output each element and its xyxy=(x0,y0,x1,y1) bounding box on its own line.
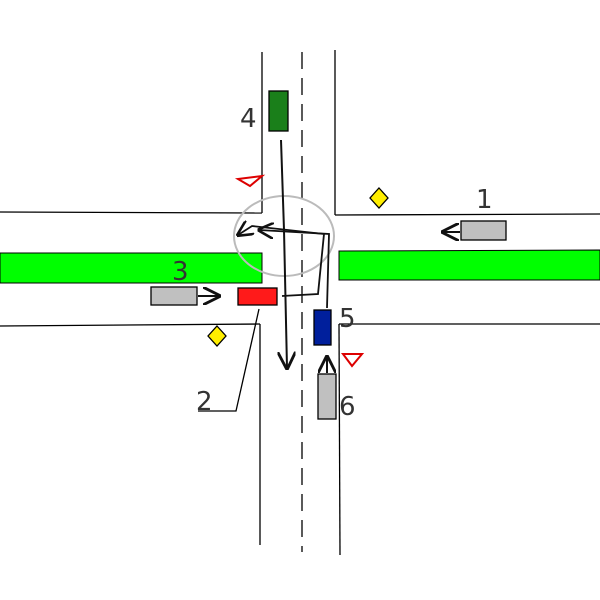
median-right xyxy=(338,249,600,281)
car-1-label: 1 xyxy=(476,185,493,215)
car-2-label: 2 xyxy=(196,387,213,417)
car-3-gray xyxy=(150,286,198,306)
road-edges xyxy=(0,50,600,556)
horizontal-road-top-edge-right xyxy=(334,213,600,216)
car-4-label: 4 xyxy=(240,104,257,134)
car-1-gray xyxy=(460,220,507,241)
triangle-yield-icon xyxy=(234,174,266,188)
vertical-road-right-edge-bottom xyxy=(338,323,341,556)
car-4-green xyxy=(268,90,289,132)
triangle-yield-icon xyxy=(341,353,365,368)
car5-path-arrow xyxy=(259,230,330,309)
diamond-priority-road-icon xyxy=(369,187,389,209)
diamond-priority-road-icon xyxy=(207,325,227,347)
median-left xyxy=(0,252,263,284)
car4-path-arrow xyxy=(281,139,287,368)
horizontal-road-bottom-edge-left xyxy=(0,323,261,327)
car-5-blue xyxy=(313,309,332,346)
horizontal-road-top-edge-left xyxy=(0,211,263,214)
car-6-label: 6 xyxy=(339,392,356,422)
car-2-red xyxy=(237,287,278,306)
car2-leader-line xyxy=(198,308,260,412)
car-3-label: 3 xyxy=(172,257,189,287)
car-5-label: 5 xyxy=(339,304,356,334)
car-6-gray xyxy=(317,373,337,420)
